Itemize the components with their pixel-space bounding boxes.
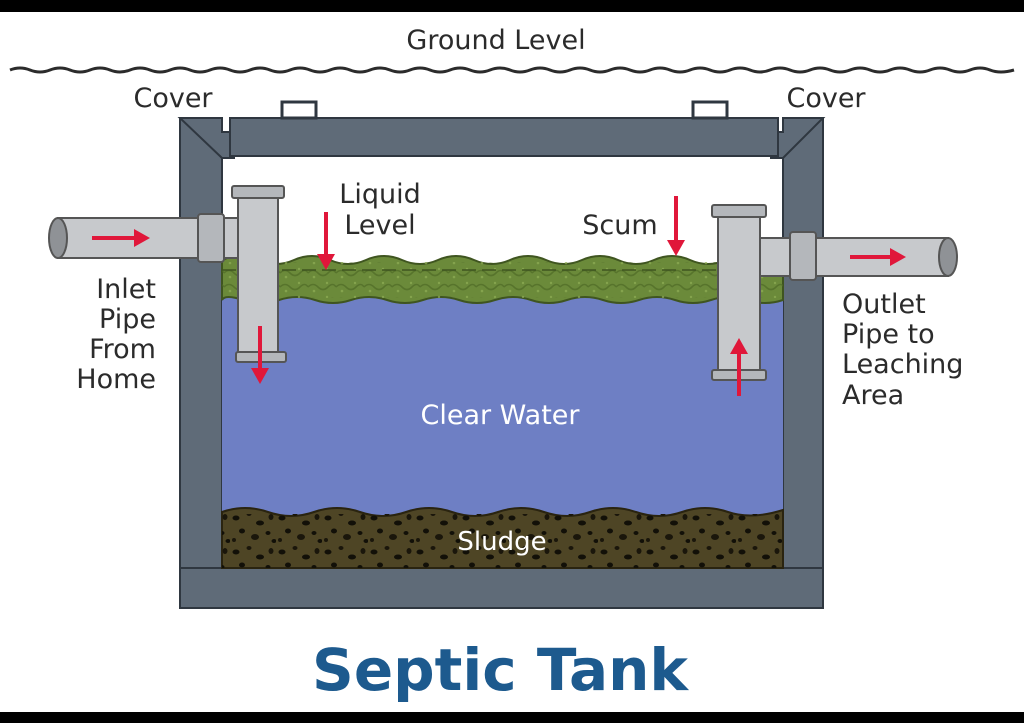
arrow-inlet-down [251, 326, 269, 384]
ground-line [9, 66, 1015, 74]
clear-water-layer [222, 295, 783, 520]
inlet-label-line2: Pipe [99, 304, 156, 335]
arrow-liquid-level [317, 212, 335, 270]
tank-cover [229, 100, 779, 157]
ground-level-label: Ground Level [406, 25, 585, 56]
arrow-outlet-right [850, 248, 906, 266]
outlet-label-line3: Leaching [842, 349, 963, 380]
outlet-label-line2: Pipe to [842, 319, 935, 350]
scum-layer [221, 255, 784, 304]
outlet-label-line1: Outlet [842, 289, 926, 320]
flow-arrows [92, 196, 906, 396]
cover-right-label: Cover [786, 83, 866, 114]
diagram-title: Septic Tank [312, 636, 689, 704]
cover-left-label: Cover [133, 83, 213, 114]
cover-handle-left [280, 100, 318, 120]
inlet-label-line1: Inlet [96, 274, 156, 305]
sludge-layer [221, 507, 784, 569]
inlet-label-line3: From [89, 334, 156, 365]
liquid-level-label-line2: Level [344, 210, 415, 241]
tank-walls [177, 117, 826, 609]
sludge-label: Sludge [457, 527, 546, 557]
scum-label: Scum [582, 210, 657, 241]
inlet-label-line4: Home [76, 364, 156, 395]
liquid-level-label-line1: Liquid [339, 179, 420, 210]
arrow-scum [667, 196, 685, 256]
outlet-label-line4: Area [842, 380, 904, 411]
clear-water-label: Clear Water [420, 400, 580, 431]
arrow-outlet-up [730, 338, 748, 396]
cover-handle-right [691, 100, 729, 120]
arrow-inlet-right [92, 229, 150, 247]
labels: Ground Level Cover Cover Liquid Level Sc… [76, 25, 963, 704]
